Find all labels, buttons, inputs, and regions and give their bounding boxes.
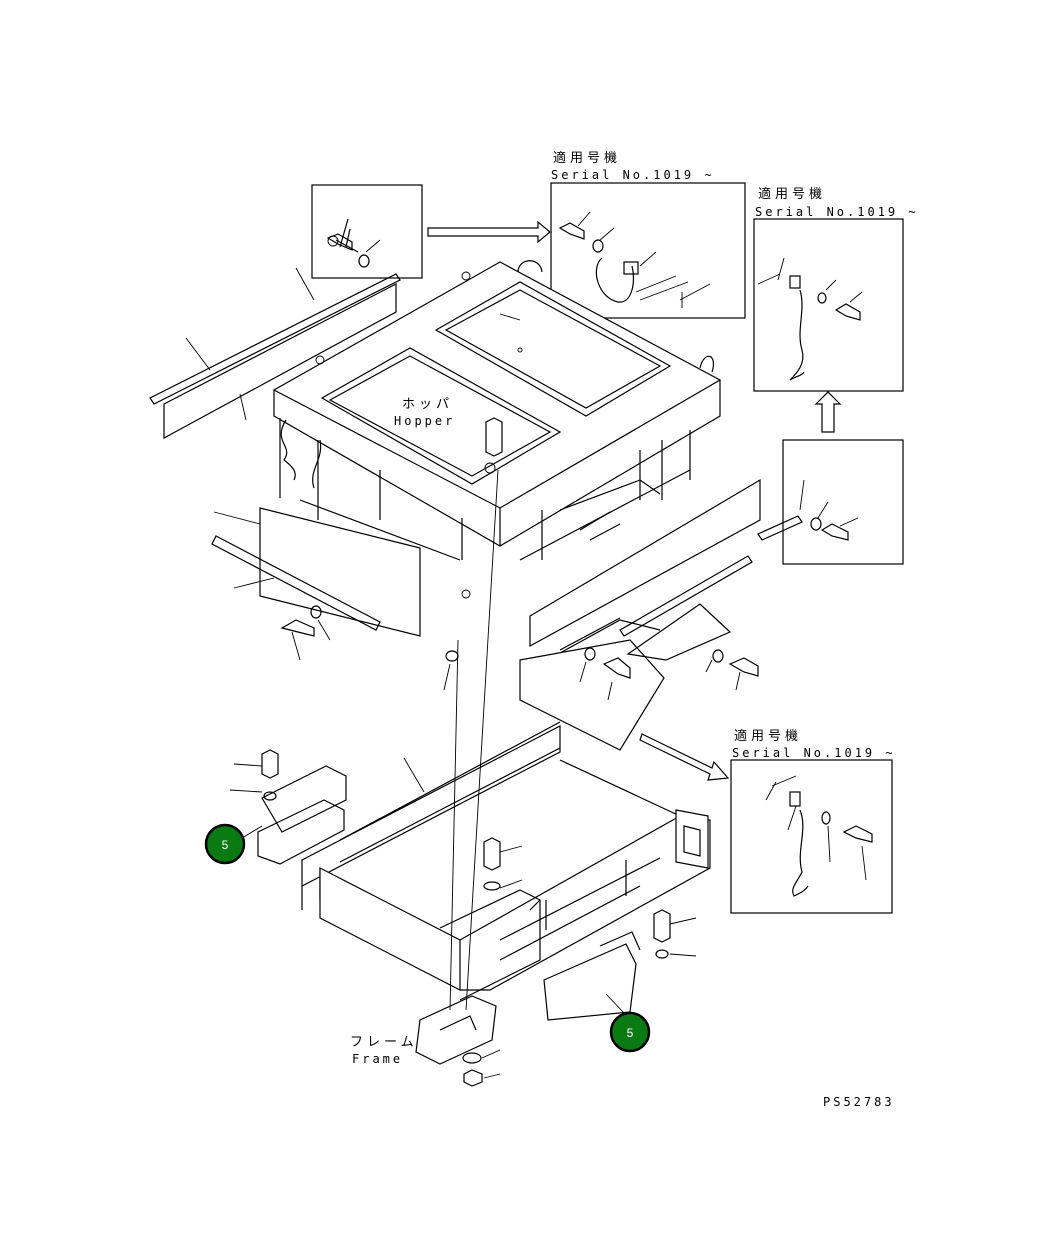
arrow-right-icon [427, 220, 551, 244]
callout-serial-right: 適用号機 Serial No.1019 ~ [753, 186, 919, 392]
front-left-plates [211, 507, 421, 661]
callout3-jp-label: 適用号機 [734, 728, 802, 744]
badge-right[interactable]: 5 [609, 1011, 651, 1053]
badge-left[interactable]: 5 [204, 823, 246, 865]
frame-jp-label: フレーム [350, 1035, 418, 1050]
callout-serial-bottom: 適用号機 Serial No.1019 ~ [730, 728, 896, 914]
callout2-serial-label: Serial No.1019 ~ [755, 205, 919, 219]
drawing-number: PS52783 [823, 1095, 895, 1109]
callout1-serial-label: Serial No.1019 ~ [551, 168, 715, 182]
callout2-jp-label: 適用号機 [758, 186, 826, 202]
hopper-jp-label: ホッパ [402, 397, 453, 412]
callout1-jp-label: 適用号機 [553, 150, 621, 166]
frame-assembly: フレーム Frame [229, 417, 711, 1087]
frame-en-label: Frame [352, 1052, 403, 1066]
badge-left-label: 5 [222, 838, 229, 852]
hopper-assembly: ホッパ Hopper [272, 260, 722, 561]
hopper-en-label: Hopper [394, 414, 455, 428]
detail-box-bolt-washer [311, 184, 423, 279]
rear-seal-plates [149, 267, 401, 440]
callout-serial-top: 適用号機 Serial No.1019 ~ [550, 150, 746, 319]
arrow-down-right-icon [639, 733, 730, 781]
arrow-up-icon [814, 391, 842, 433]
front-right-plates [519, 478, 761, 751]
detail-box-right-bracket [757, 439, 904, 565]
badge-right-label: 5 [627, 1026, 634, 1040]
callout3-serial-label: Serial No.1019 ~ [732, 746, 896, 760]
